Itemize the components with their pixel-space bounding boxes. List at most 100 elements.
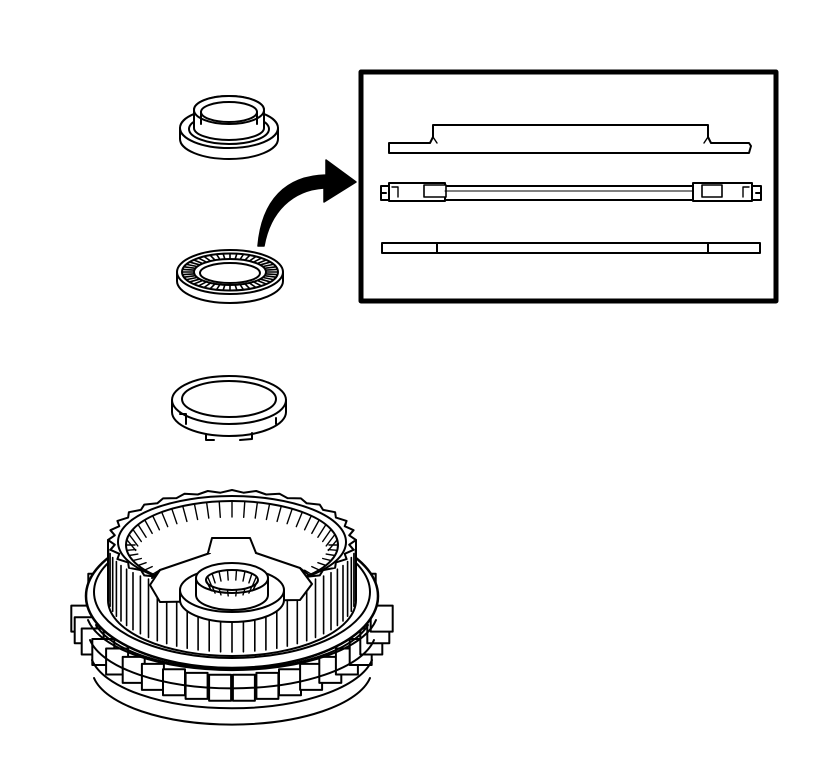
gear-tooth [265, 503, 271, 521]
needle-roller [193, 259, 203, 265]
gear-tooth [254, 501, 259, 519]
hub-spline [251, 582, 258, 592]
gear-tooth [126, 539, 137, 552]
needle-roller [234, 253, 238, 260]
hub-spline [226, 569, 229, 581]
thrust-bearing [176, 249, 284, 304]
needle-roller [186, 263, 198, 268]
needle-roller [257, 259, 267, 265]
hub-spline [242, 570, 246, 582]
gear-tooth [303, 515, 312, 531]
needle-roller [184, 266, 196, 270]
needle-roller [265, 273, 278, 276]
hub-spline [205, 579, 211, 589]
inset-bearing-profile [380, 182, 762, 202]
gear-tooth [325, 533, 336, 547]
hub-spline [211, 572, 216, 584]
gear-tooth [327, 548, 338, 551]
needle-roller [189, 278, 200, 283]
detail-pointer-arrow [257, 159, 357, 247]
needle-roller [244, 254, 251, 261]
gear-tooth [151, 515, 161, 531]
needle-roller [244, 283, 251, 290]
needle-roller [257, 279, 267, 285]
needle-roller [262, 276, 274, 281]
gear-tooth [322, 528, 332, 543]
gear-tooth [144, 565, 153, 571]
gear-tooth [311, 565, 320, 571]
hub-spline [248, 585, 253, 594]
needle-roller [239, 253, 244, 260]
needle-roller [209, 283, 216, 290]
needle-roller [264, 266, 276, 270]
hub-spline [235, 569, 238, 581]
gear-tooth [327, 539, 338, 552]
gear-tooth [295, 511, 303, 528]
gear-tooth [171, 508, 178, 525]
gear-tooth [128, 553, 139, 557]
inset-lower-race-profile [381, 242, 761, 254]
needle-roller [253, 281, 262, 287]
needle-roller [265, 268, 278, 271]
needle-roller [249, 282, 257, 288]
inset-upper-race-profile [388, 124, 752, 154]
gear-tooth [317, 523, 327, 538]
hub-spline [206, 575, 213, 586]
needle-roller [260, 261, 271, 266]
lower-thrust-race [171, 375, 287, 441]
gear-tooth [137, 523, 147, 538]
gear-tooth [303, 569, 312, 575]
gear-tooth [276, 505, 282, 523]
needle-roller [239, 284, 244, 291]
gear-tooth [317, 562, 327, 567]
needle-roller [203, 282, 211, 288]
gear-tooth [137, 562, 147, 567]
needle-roller [260, 278, 271, 283]
hub-spline [242, 588, 246, 596]
needle-roller [253, 257, 262, 263]
needle-roller [203, 256, 211, 262]
hub-spline [251, 575, 258, 586]
needle-roller [264, 274, 276, 278]
gear-tooth [160, 511, 169, 528]
needle-roller [222, 284, 226, 291]
gear-tooth [132, 528, 143, 543]
needle-roller [198, 257, 207, 263]
needle-roller [216, 284, 221, 291]
gear-tooth [193, 503, 199, 521]
gear-tooth [242, 500, 246, 518]
gear-tooth [132, 557, 143, 562]
gear-tooth [218, 500, 222, 518]
needle-roller [198, 281, 207, 287]
needle-roller [182, 268, 195, 271]
needle-roller [262, 263, 274, 268]
upper-thrust-race [179, 95, 279, 160]
hub-spline [248, 572, 253, 584]
needle-roller [184, 274, 196, 278]
needle-roller [186, 276, 198, 281]
hub-spline [226, 589, 229, 597]
gear-tooth [126, 548, 137, 551]
gear-tooth [322, 557, 332, 562]
needle-roller [216, 253, 221, 260]
clutch-hub-assembly [70, 489, 394, 726]
needle-roller [182, 273, 195, 276]
gear-tooth [325, 553, 336, 557]
hub-spline [218, 570, 222, 582]
gear-tooth [311, 519, 320, 535]
needle-roller [209, 254, 216, 261]
needle-roller [222, 253, 226, 260]
gear-tooth [144, 519, 153, 535]
gear-tooth [286, 508, 293, 525]
needle-roller [193, 279, 203, 285]
needle-roller [234, 284, 238, 291]
needle-roller [249, 256, 257, 262]
hub-spline [235, 589, 238, 597]
hub-spline [211, 585, 216, 594]
gear-tooth [128, 533, 139, 547]
bearing-needles [182, 253, 278, 291]
gear-tooth [205, 501, 210, 519]
hub-splines [205, 569, 259, 597]
detail-inset [358, 69, 779, 304]
